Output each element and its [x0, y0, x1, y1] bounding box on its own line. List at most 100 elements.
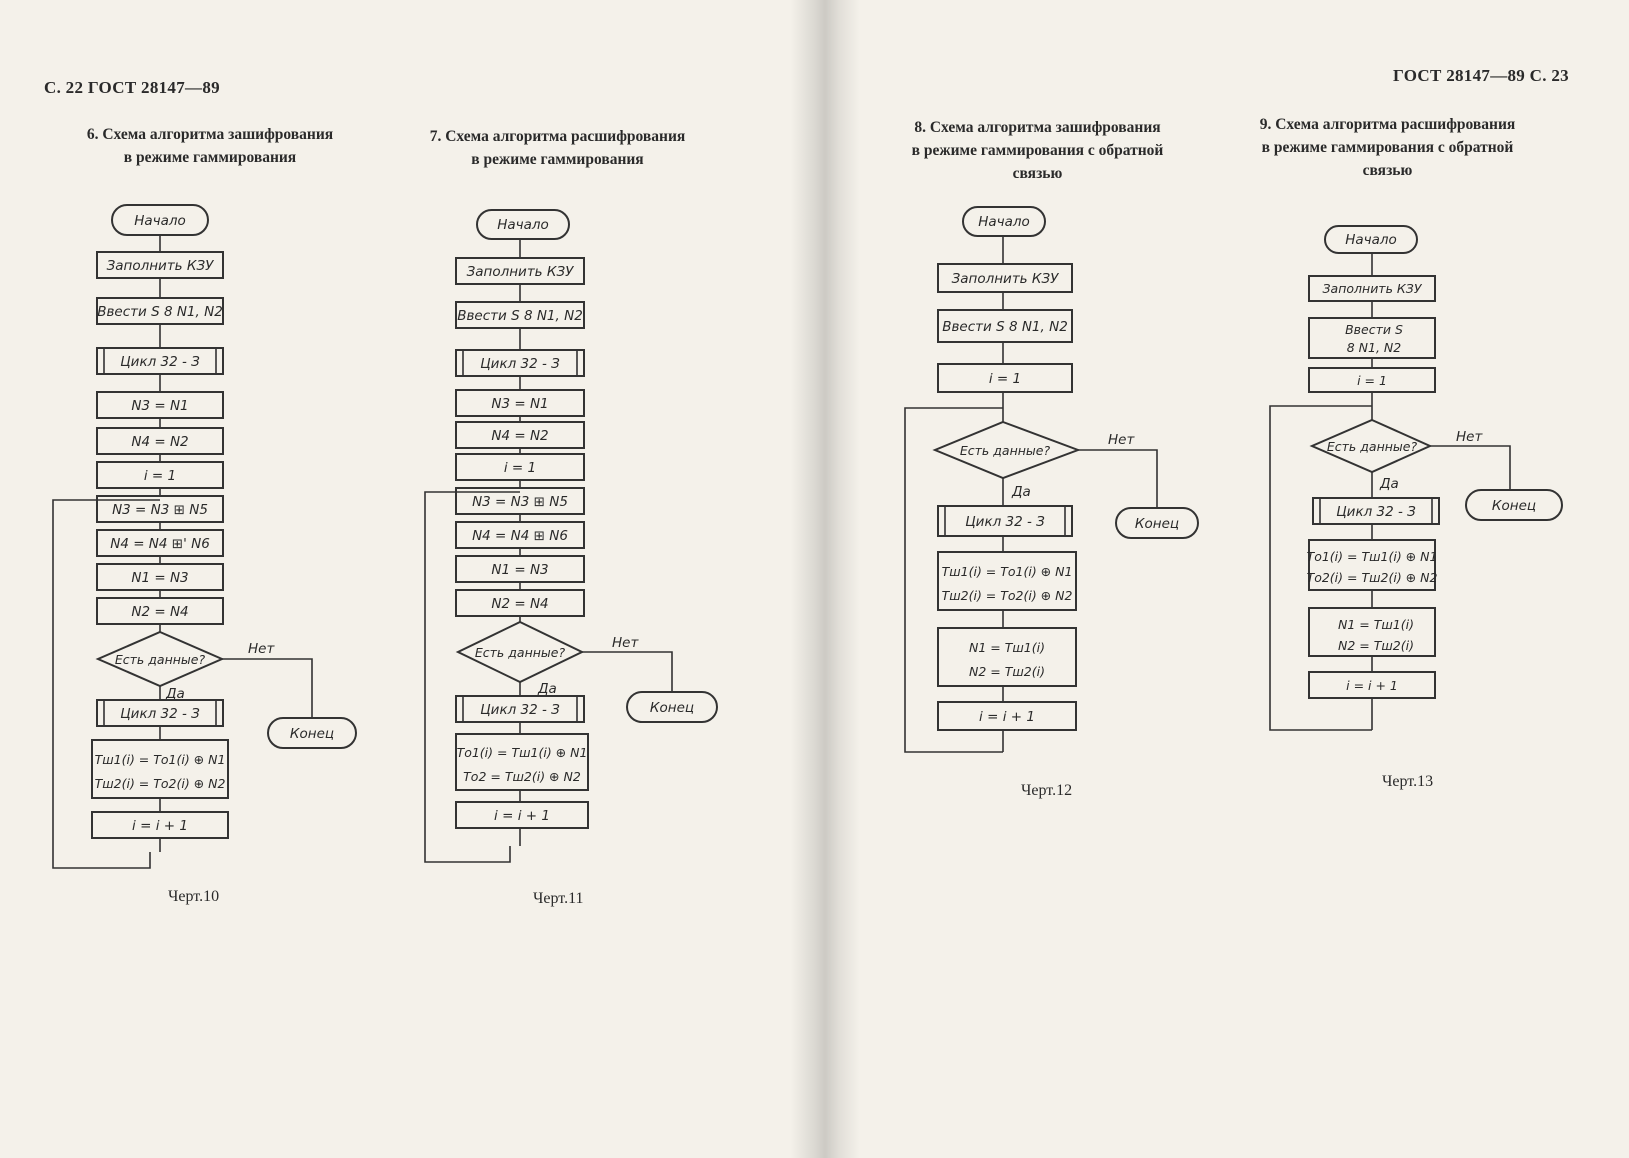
fig10-n1n3-box [96, 563, 224, 591]
fig12-flowchart: Начало Заполнить КЗУ Ввести S 8 N1, N2 i… [904, 206, 1199, 753]
fig12-fill-kzu-box [937, 263, 1073, 293]
fig13-fill-kzu-box [1308, 275, 1436, 302]
fig11-n1n3-box [455, 555, 585, 583]
fig10-calc1-label: Тш1(i) = То1(i) ⊕ N1 [95, 752, 226, 767]
fig12-cycle-box [937, 505, 1073, 537]
fig12-title-line2: в режиме гаммирования с обратной [911, 142, 1164, 159]
fig11-fill-kzu-label: Заполнить КЗУ [467, 264, 575, 280]
fig10-fill-kzu-label: Заполнить КЗУ [107, 258, 215, 274]
fig12-end-terminal [1115, 507, 1199, 539]
fig12-fill-kzu-label: Заполнить КЗУ [952, 271, 1060, 287]
fig11-input-label: Ввести S 8 N1, N2 [457, 308, 583, 324]
fig10-n3n3-box [96, 495, 224, 523]
fig11-inc-box [455, 801, 589, 829]
fig13-i1-box [1308, 367, 1436, 393]
fig13-title-line3: связью [1362, 162, 1413, 179]
fig11-calc1-label: То1(i) = Тш1(i) ⊕ N1 [457, 745, 588, 760]
fig13-caption: Черт.13 [1382, 773, 1434, 790]
fig13-calc1-label: То1(i) = Тш1(i) ⊕ N1 [1307, 549, 1438, 564]
fig11-question-label: Есть данные? [475, 645, 566, 660]
fig10-calc-box [91, 739, 229, 799]
fig10-n2n4-label: N2 = N4 [131, 604, 188, 620]
fig11-n3n1-box [455, 389, 585, 417]
fig10-cycle1-box [96, 347, 224, 375]
fig11-n4n2-label: N4 = N2 [491, 428, 548, 444]
fig13-fill-kzu-label: Заполнить КЗУ [1323, 281, 1423, 296]
fig11-title: 7. Схема алгоритма расшифрования в режим… [390, 125, 725, 171]
fig12-input-label: Ввести S 8 N1, N2 [942, 319, 1068, 335]
fig10-flowchart: Начало Заполнить КЗУ Ввести S 8 N1, N2 Ц… [52, 204, 357, 869]
fig11-end-terminal [626, 691, 718, 723]
fig12-caption: Черт.12 [1021, 782, 1073, 799]
fig10-n3n1-label: N3 = N1 [131, 398, 188, 414]
fig10-fill-kzu-box [96, 251, 224, 279]
fig10-n3n1-box [96, 391, 224, 419]
fig11-cycle1-box [455, 349, 585, 377]
right-page-header: ГОСТ 28147—89 С. 23 [1393, 66, 1569, 85]
fig11-end-label: Конец [650, 700, 694, 716]
fig12-asg2-label: N2 = Тш2(i) [969, 664, 1045, 679]
fig12-calc1-label: Тш1(i) = То1(i) ⊕ N1 [942, 564, 1073, 579]
fig12-title-line1: 8. Схема алгоритма зашифрования [914, 119, 1161, 136]
fig13-inc-label: i = i + 1 [1346, 678, 1398, 693]
fig13-input-line1: Ввести S [1345, 322, 1403, 337]
fig10-i1-label: i = 1 [144, 468, 176, 484]
fig13-start-label: Начало [1345, 232, 1397, 248]
fig10-decision-diamond [95, 630, 225, 688]
fig11-start-terminal [476, 209, 570, 240]
fig10-title-line2: в режиме гаммирования [123, 149, 297, 166]
fig11-n4n4-box [455, 521, 585, 549]
fig13-cycle-box [1312, 497, 1440, 525]
fig13-title-line1: 9. Схема алгоритма расшифрования [1259, 116, 1516, 133]
fig11-title-line2: в режиме гаммирования [471, 151, 644, 168]
fig11-decision-diamond [455, 620, 585, 684]
book-gutter-shadow [790, 0, 860, 1158]
fig12-end-label: Конец [1135, 516, 1179, 532]
fig11-n3n3-box [455, 487, 585, 515]
fig10-title: 6. Схема алгоритма зашифрования в режиме… [40, 123, 380, 169]
fig12-yes-label: Да [1011, 484, 1031, 500]
fig12-decision-diamond [932, 420, 1081, 480]
fig10-n3n3-label: N3 = N3 ⊞ N5 [112, 502, 208, 518]
fig11-i1-label: i = 1 [504, 460, 536, 476]
fig11-n3n1-label: N3 = N1 [491, 396, 548, 412]
fig11-input-box [455, 301, 585, 329]
fig12-start-terminal [962, 206, 1046, 237]
fig13-input-line2: 8 N1, N2 [1347, 340, 1402, 355]
fig13-cycle-label: Цикл 32 - З [1336, 504, 1416, 520]
fig13-end-label: Конец [1492, 498, 1536, 514]
fig11-flowchart: Начало Заполнить КЗУ Ввести S 8 N1, N2 Ц… [424, 209, 718, 863]
fig10-input-box [96, 297, 224, 325]
fig13-asg1-label: N1 = Тш1(i) [1338, 617, 1414, 632]
fig10-n4n4-box [96, 529, 224, 557]
fig13-inc-box [1308, 671, 1436, 699]
fig10-n4n4-label: N4 = N4 ⊞' N6 [110, 536, 210, 552]
fig11-start-label: Начало [497, 217, 549, 233]
fig10-no-label: Нет [248, 641, 275, 657]
fig11-n2n4-box [455, 589, 585, 617]
fig13-input-box [1308, 317, 1436, 359]
fig13-end-terminal [1465, 489, 1563, 521]
fig12-i1-box [937, 363, 1073, 393]
fig13-question-label: Есть данные? [1327, 439, 1418, 454]
fig11-n3n3-label: N3 = N3 ⊞ N5 [472, 494, 568, 510]
fig12-cycle-label: Цикл 32 - З [965, 514, 1045, 530]
fig13-asg2-label: N2 = Тш2(i) [1338, 638, 1414, 653]
fig12-assign-box [937, 627, 1077, 687]
fig10-caption: Черт.10 [168, 888, 220, 905]
fig13-decision-diamond [1309, 418, 1433, 474]
fig11-n2n4-label: N2 = N4 [491, 596, 548, 612]
fig10-n4n2-label: N4 = N2 [131, 434, 188, 450]
fig13-calc-box [1308, 539, 1436, 591]
fig11-cycle1-label: Цикл 32 - З [480, 356, 560, 372]
fig13-yes-label: Да [1379, 476, 1399, 492]
fig10-n2n4-box [96, 597, 224, 625]
fig12-asg1-label: N1 = Тш1(i) [969, 640, 1045, 655]
fig11-yes-label: Да [537, 681, 557, 697]
fig11-no-label: Нет [612, 635, 639, 651]
fig10-i1-box [96, 461, 224, 489]
fig10-inc-label: i = i + 1 [132, 818, 188, 834]
fig12-inc-label: i = i + 1 [979, 709, 1035, 725]
fig11-calc2-label: То2 = Тш2(i) ⊕ N2 [463, 769, 581, 784]
